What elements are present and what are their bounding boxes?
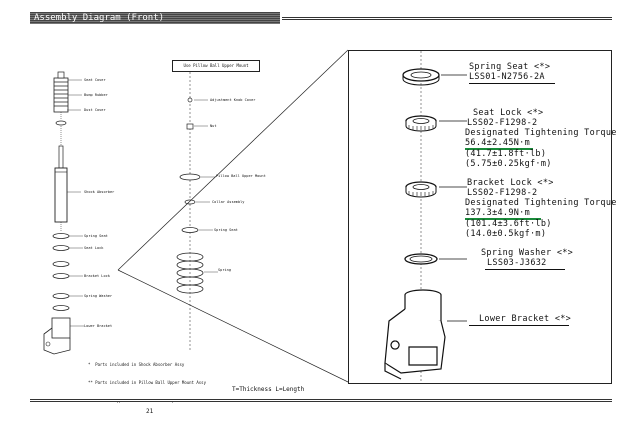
detail-spring-seat-name: Spring Seat <*> xyxy=(469,62,551,72)
left-exploded-diagram xyxy=(43,71,84,355)
detail-seat-lock-code: LSS02-F1298-2 xyxy=(467,118,538,128)
page-number: 21 xyxy=(146,408,154,415)
label-shock-absorber: Shock Absorber xyxy=(84,190,115,194)
label-seat-lock: Seat Lock xyxy=(84,246,104,250)
detail-lower-bracket-drawing xyxy=(384,289,446,380)
label-dust-cover: Dust Cover xyxy=(84,108,106,112)
pillow-ball-note-box: Use Pillow Ball Upper Mount xyxy=(172,60,260,72)
label-nut: Nut xyxy=(210,124,217,128)
label-pillow-ball: Pillow Ball Upper Mount xyxy=(216,174,266,178)
detail-seat-lock-torque-nm: 56.4±2.45N·m xyxy=(465,138,531,148)
detail-lower-bracket-name: Lower Bracket <*> xyxy=(479,314,572,324)
footer-rule xyxy=(30,398,612,402)
header-rule xyxy=(282,16,612,20)
detail-spring-seat-drawing xyxy=(402,68,440,86)
footnote-1: * Parts included in Shock Absorber Assy xyxy=(88,362,185,367)
label-bump-rubber: Bump Rubber xyxy=(84,93,108,97)
detail-bracket-lock-torque-nm: 137.3±4.9N·m xyxy=(465,208,531,218)
detail-seat-lock-torque-lbft: (41.7±1.8ft·lb) xyxy=(465,149,547,159)
label-adjustment-knob: Adjustment Knob Cover xyxy=(210,98,256,102)
detail-bracket-lock-name: Bracket Lock <*> xyxy=(467,178,554,188)
section-header-bar: Assembly Diagram (Front) xyxy=(30,12,280,24)
lower-bracket-drawing xyxy=(43,317,71,355)
detail-bracket-lock-torque-kgfm: (14.0±0.5kgf·m) xyxy=(465,229,547,239)
detail-spring-washer-code: LSS03-J3632 xyxy=(487,258,547,268)
label-mid-spring-seat: Spring Seat xyxy=(214,228,238,232)
spring-washer-underline xyxy=(485,269,565,270)
spring-seat-underline xyxy=(469,83,555,84)
bracket-lock-torque-highlight xyxy=(465,218,541,220)
label-spring-washer: Spring Washer xyxy=(84,294,113,298)
label-lower-bracket: Lower Bracket xyxy=(84,324,113,328)
detail-seat-lock-torque-title: Designated Tightening Torque xyxy=(465,128,617,138)
detail-spring-seat-code: LSS01-N2756-2A xyxy=(469,72,545,82)
detail-bracket-lock-drawing xyxy=(405,181,437,198)
detail-callout-box: Spring Seat <*> LSS01-N2756-2A Seat Lock… xyxy=(348,50,616,384)
footnote-2: ** Parts included in Pillow Ball Upper M… xyxy=(88,380,207,385)
label-seat-cover: Seat Cover xyxy=(84,78,106,82)
detail-parts-drawing xyxy=(384,51,467,383)
detail-seat-lock-torque-kgfm: (5.75±0.25kgf·m) xyxy=(465,159,552,169)
shock-absorber-drawing xyxy=(54,145,68,223)
detail-spring-washer-name: Spring Washer <*> xyxy=(481,248,574,258)
detail-bracket-lock-torque-lbft: (101.4±3.6ft·lb) xyxy=(465,219,552,229)
seat-lock-torque-highlight xyxy=(465,148,533,150)
detail-seat-lock-drawing xyxy=(405,115,437,132)
label-spring-seat: Spring Seat xyxy=(84,234,108,238)
label-bracket-lock: Bracket Lock xyxy=(84,274,110,278)
detail-seat-lock-name: Seat Lock <*> xyxy=(473,108,544,118)
dimension-legend: T=Thickness L=Length xyxy=(232,386,305,393)
dust-cover-cap xyxy=(55,120,67,126)
lower-bracket-underline xyxy=(469,325,569,326)
section-title: Assembly Diagram (Front) xyxy=(34,13,165,23)
detail-bracket-lock-torque-title: Designated Tightening Torque xyxy=(465,198,617,208)
detail-bracket-lock-code: LSS02-F1298-2 xyxy=(467,188,538,198)
label-spring: Spring xyxy=(218,268,231,272)
label-collar: Collar Assembly xyxy=(212,200,245,204)
spring-drawing xyxy=(176,252,204,294)
